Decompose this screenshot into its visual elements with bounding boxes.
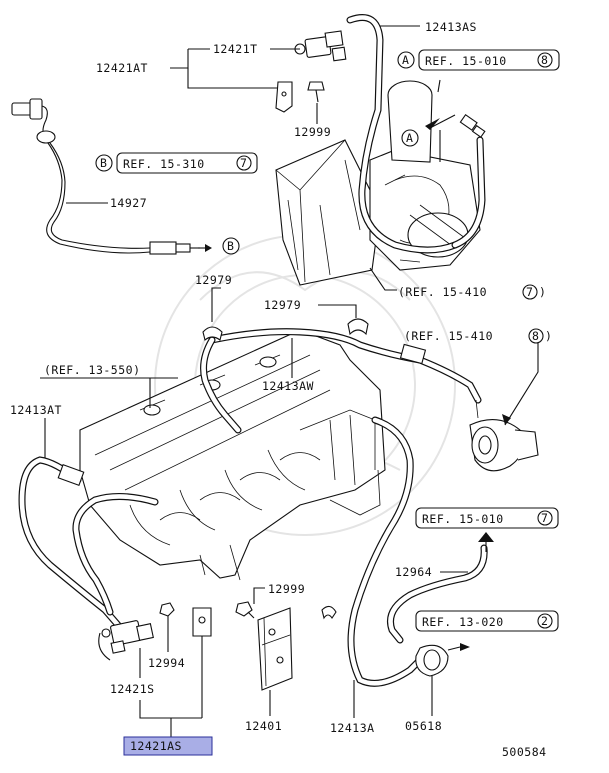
ref-15-310-7[interactable]: B REF. 15-310 7 bbox=[95, 152, 258, 174]
purge-valve-assembly bbox=[469, 399, 539, 472]
hose-12413AS-left bbox=[72, 493, 159, 616]
label-12413A: 12413A bbox=[330, 721, 375, 735]
ref-15-410-7-close: ) bbox=[539, 285, 546, 299]
leader-12979-left bbox=[211, 287, 221, 322]
label-12999-bottom: 12999 bbox=[268, 582, 305, 596]
hose-clamp-12413A bbox=[321, 605, 337, 620]
label-12413AW: 12413AW bbox=[262, 379, 314, 393]
ref-13-550[interactable]: (REF. 13-550) bbox=[44, 363, 141, 377]
label-12421AT: 12421AT bbox=[96, 61, 148, 75]
ref-15-410-8-text: (REF. 15-410 bbox=[404, 329, 493, 343]
ref-15-010-7[interactable]: REF. 15-010 7 bbox=[415, 507, 559, 529]
label-12401: 12401 bbox=[245, 719, 282, 733]
label-12964: 12964 bbox=[395, 565, 432, 579]
check-valve-05618 bbox=[415, 643, 470, 677]
label-14927: 14927 bbox=[110, 196, 147, 210]
ref-15-410-7-num: 7 bbox=[526, 285, 533, 299]
leader-12979-mid bbox=[318, 304, 357, 318]
hose-12413AS-top bbox=[346, 14, 486, 254]
label-12421AS[interactable]: 12421AS bbox=[130, 739, 182, 753]
hose-clamp-12979-mid bbox=[347, 318, 369, 336]
label-12979-mid: 12979 bbox=[264, 298, 301, 312]
ref-15-410-7[interactable]: (REF. 15-410 7 ) bbox=[398, 284, 546, 300]
ref-15-410-8[interactable]: (REF. 15-410 8 ) bbox=[404, 328, 552, 344]
ref-15-010-8-text: REF. 15-010 bbox=[425, 54, 507, 68]
ref-15-010-8[interactable]: A REF. 15-010 8 bbox=[397, 49, 560, 71]
ref-15-410-8-close: ) bbox=[545, 329, 552, 343]
callout-b-sensor: B bbox=[222, 237, 240, 255]
ref-15-310-7-text: REF. 15-310 bbox=[123, 157, 205, 171]
vacuum-solenoid-12421S bbox=[98, 620, 154, 661]
hose-12413A bbox=[347, 416, 424, 687]
ref-15-010-7-text: REF. 15-010 bbox=[422, 512, 504, 526]
ref-15-410-7-text: (REF. 15-410 bbox=[398, 285, 487, 299]
label-12413AT: 12413AT bbox=[10, 403, 62, 417]
bolt-12999-top bbox=[307, 81, 325, 103]
hose-12413AW bbox=[200, 328, 482, 434]
hose-clamp-12979-left bbox=[202, 326, 223, 341]
label-05618: 05618 bbox=[405, 719, 442, 733]
leader-12999-bottom bbox=[253, 587, 265, 604]
label-12979-left: 12979 bbox=[195, 273, 232, 287]
arrow-up-ref-15-010-7 bbox=[478, 532, 494, 552]
throttle-body-assembly bbox=[275, 80, 481, 286]
ref-15-310-7-num: 7 bbox=[240, 156, 247, 170]
bracket-12401 bbox=[257, 607, 293, 691]
bracket-12421AS bbox=[192, 607, 212, 718]
ref-15-410-8-num: 8 bbox=[532, 329, 539, 343]
ref-b-tag: B bbox=[100, 156, 107, 170]
leader-12421AS-group bbox=[139, 700, 202, 719]
ref-13-020-2-text: REF. 13-020 bbox=[422, 615, 504, 629]
ref-a-tag: A bbox=[402, 53, 409, 67]
diagram-number: 500584 bbox=[502, 745, 547, 759]
nipple-connector-a bbox=[459, 113, 486, 138]
label-12413AS-top: 12413AS bbox=[425, 20, 477, 34]
ref-15-010-8-num: 8 bbox=[541, 53, 548, 67]
intake-manifold bbox=[79, 329, 386, 581]
vacuum-solenoid-12421T bbox=[294, 30, 347, 62]
ref-15-010-7-num: 7 bbox=[541, 511, 548, 525]
nut-12994 bbox=[159, 602, 175, 652]
hose-12964 bbox=[387, 544, 488, 644]
label-12994: 12994 bbox=[148, 656, 185, 670]
marker-a-engine: A bbox=[406, 131, 413, 145]
callout-a-engine: A bbox=[401, 114, 456, 162]
leader-ref-15-410-8 bbox=[504, 340, 539, 426]
oxygen-sensor-14927 bbox=[11, 98, 212, 255]
hose-12413AT bbox=[18, 456, 122, 629]
label-12999-top: 12999 bbox=[294, 125, 331, 139]
ref-13-020-2[interactable]: REF. 13-020 2 bbox=[415, 610, 559, 632]
marker-b-sensor: B bbox=[227, 239, 234, 253]
label-12421T: 12421T bbox=[213, 42, 258, 56]
leader-lines-top bbox=[170, 25, 441, 291]
highlight-12421AS bbox=[123, 736, 213, 756]
ref-13-020-2-num: 2 bbox=[541, 614, 548, 628]
bracket-12421AT bbox=[275, 81, 293, 113]
label-12421S: 12421S bbox=[110, 682, 155, 696]
bolt-12999-bottom bbox=[235, 601, 255, 619]
